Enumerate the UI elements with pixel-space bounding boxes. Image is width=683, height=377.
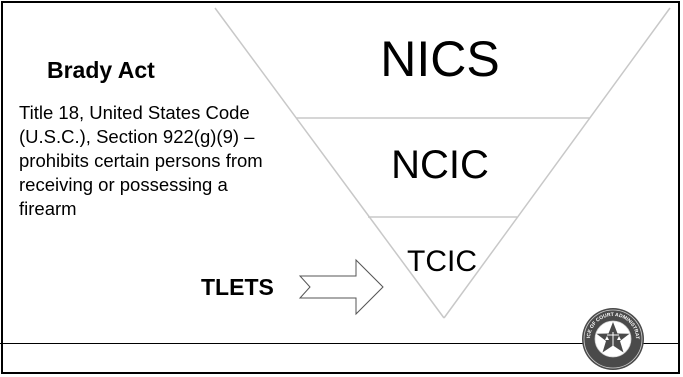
funnel-left-edge <box>214 7 445 319</box>
svg-text:TEXAS: TEXAS <box>605 351 620 357</box>
tlets-label: TLETS <box>201 274 274 300</box>
brady-act-title: Brady Act <box>47 57 155 83</box>
funnel-right-edge <box>443 7 671 319</box>
funnel-level-nics: NICS <box>380 31 500 87</box>
court-seal-logo: OFFICE OF COURT ADMINISTRATION TEXAS <box>580 306 644 370</box>
brady-act-description: Title 18, United States Code (U.S.C.), S… <box>19 102 263 219</box>
funnel-level-ncic: NCIC <box>391 143 489 187</box>
funnel-level-tcic: TCIC <box>407 245 477 278</box>
right-arrow-icon <box>298 258 384 316</box>
footer-divider <box>0 343 679 344</box>
